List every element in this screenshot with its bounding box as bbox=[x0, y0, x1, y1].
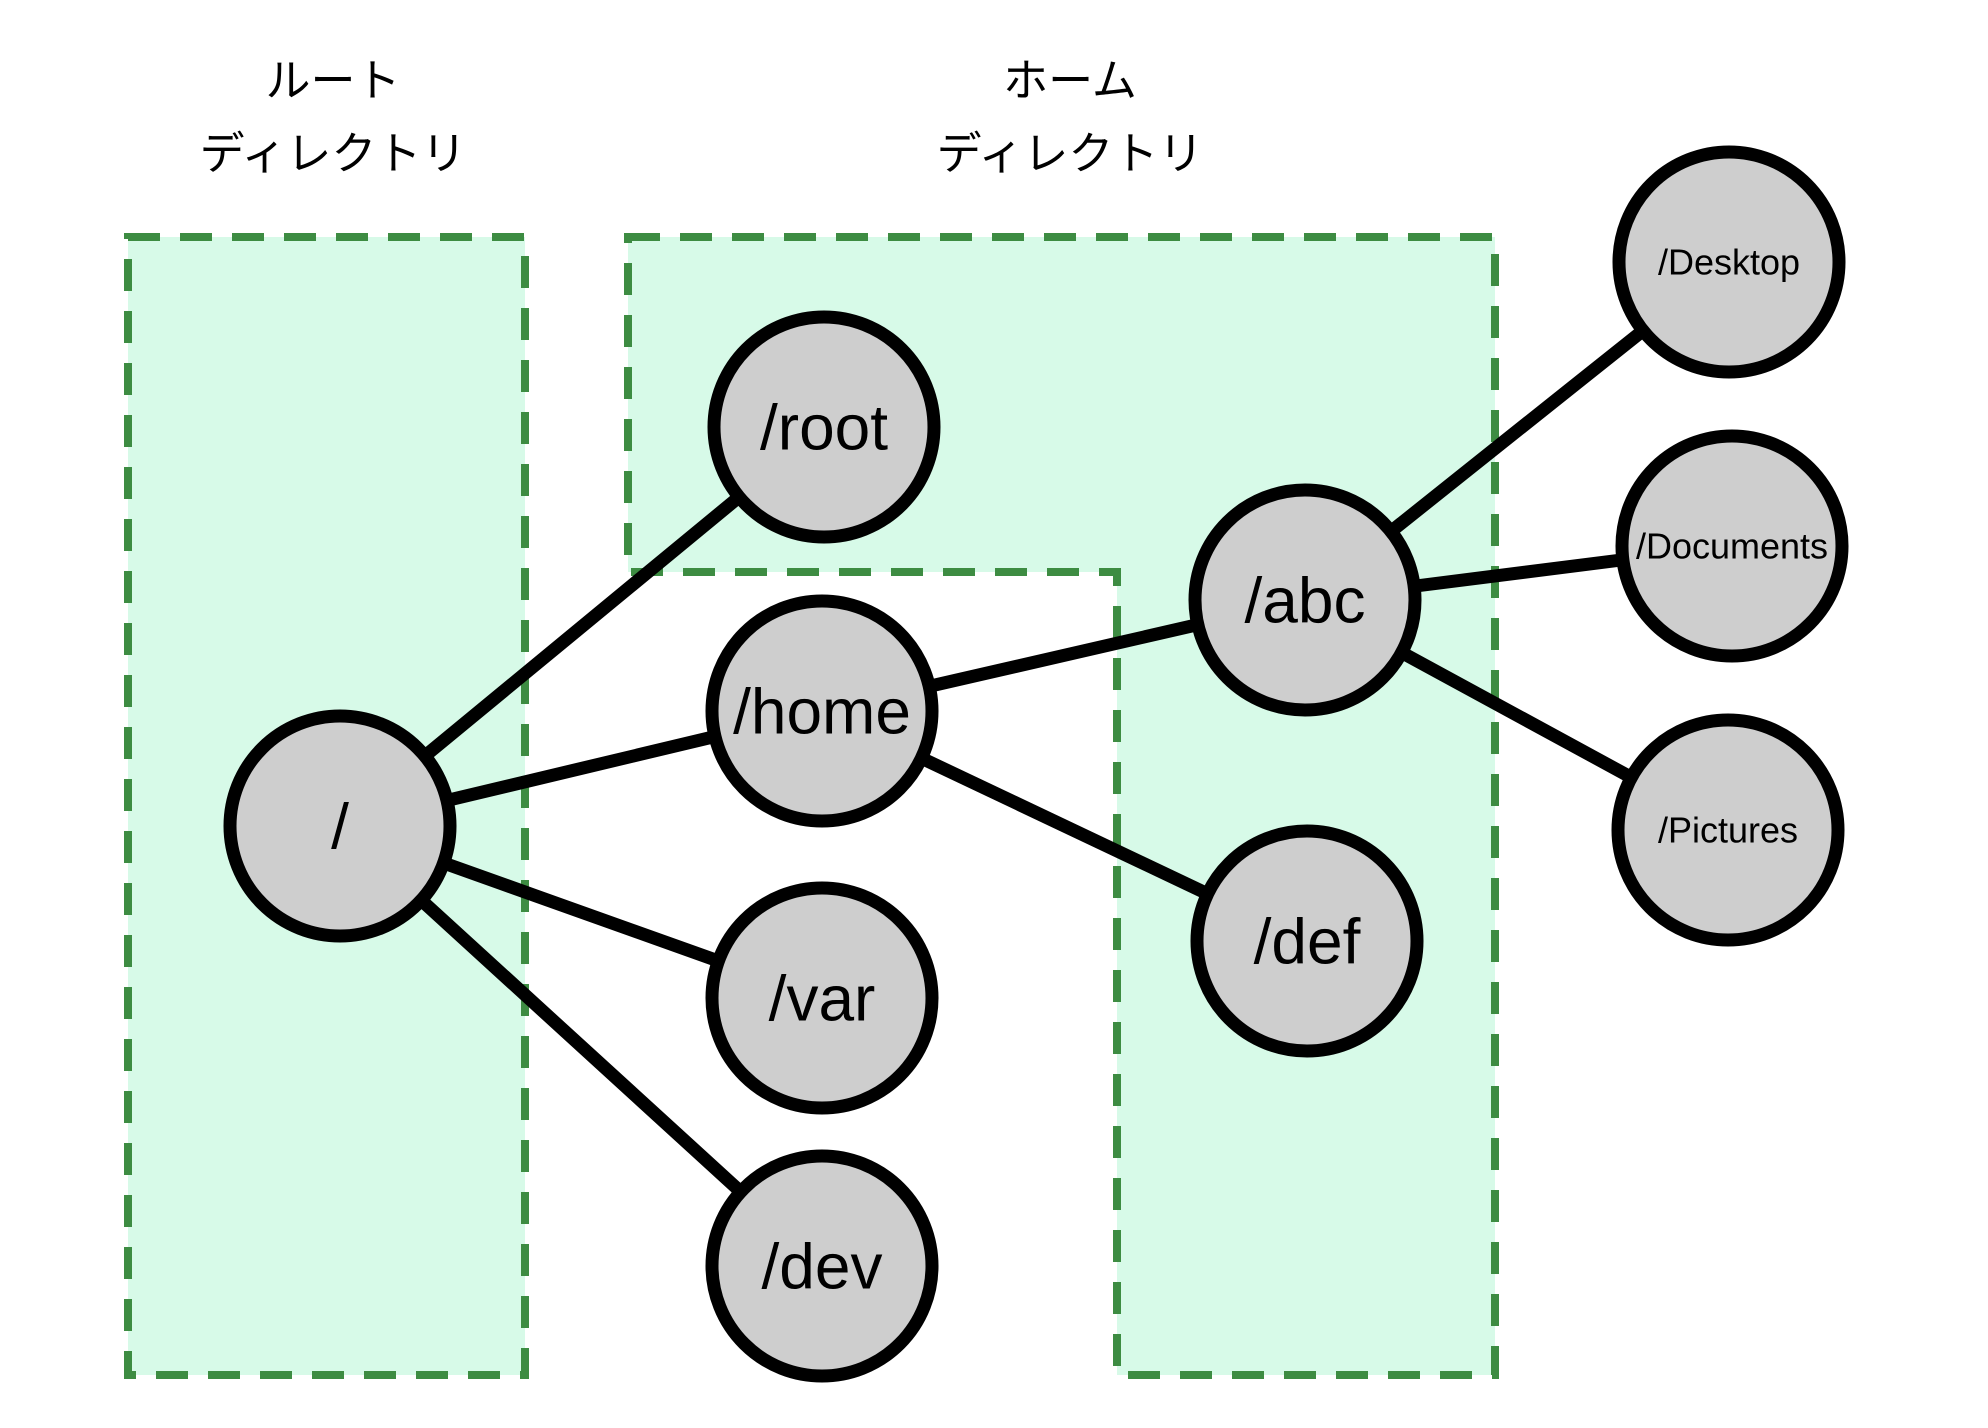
node-pictures-circle bbox=[1611, 713, 1845, 947]
node-desktop: /Desktop bbox=[1612, 145, 1846, 379]
home-directory-label-line-1: ホーム bbox=[1003, 55, 1137, 106]
home-directory-label-line-2: ディレクトリ bbox=[937, 128, 1204, 179]
node-abc: /abc bbox=[1188, 483, 1422, 717]
node-root-circle bbox=[223, 709, 457, 943]
node-pictures: /Pictures bbox=[1611, 713, 1845, 947]
node-desktop-label: /Desktop bbox=[1658, 242, 1800, 283]
node-home-circle bbox=[705, 594, 939, 828]
node-root-dir: /root bbox=[707, 310, 941, 544]
node-dev: /dev bbox=[705, 1149, 939, 1383]
node-abc-circle bbox=[1188, 483, 1422, 717]
node-home-label: /home bbox=[733, 675, 911, 747]
node-var-label: /var bbox=[769, 962, 876, 1034]
node-def: /def bbox=[1190, 824, 1424, 1058]
node-root-dir-circle bbox=[707, 310, 941, 544]
node-documents-circle bbox=[1615, 429, 1849, 663]
node-var-circle bbox=[705, 881, 939, 1115]
node-dev-circle bbox=[705, 1149, 939, 1383]
node-documents: /Documents bbox=[1615, 429, 1849, 663]
node-def-label: /def bbox=[1254, 905, 1361, 977]
node-dev-label: /dev bbox=[762, 1230, 883, 1302]
node-root-dir-label: /root bbox=[760, 391, 888, 463]
node-pictures-label: /Pictures bbox=[1658, 810, 1798, 851]
node-root-label: / bbox=[331, 790, 349, 862]
directory-nodes-layer: / /root/home/var/dev/abc/def/Desktop/Docu… bbox=[223, 145, 1849, 1383]
node-abc-label: /abc bbox=[1245, 564, 1366, 636]
node-var: /var bbox=[705, 881, 939, 1115]
node-home: /home bbox=[705, 594, 939, 828]
node-def-circle bbox=[1190, 824, 1424, 1058]
root-directory-label-line-1: ルート bbox=[265, 55, 400, 106]
node-documents-label: /Documents bbox=[1636, 526, 1828, 567]
node-desktop-circle bbox=[1612, 145, 1846, 379]
node-root: / bbox=[223, 709, 457, 943]
root-directory-label-line-2: ディレクトリ bbox=[200, 128, 467, 179]
